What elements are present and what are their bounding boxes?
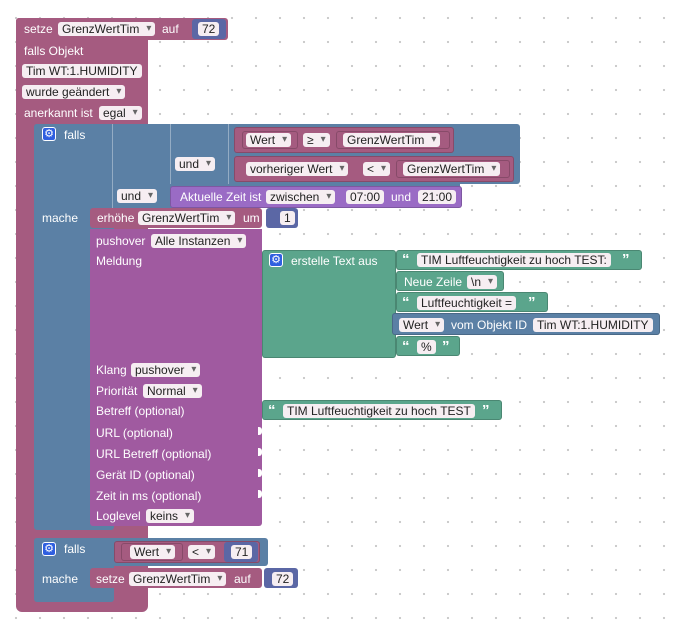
object-id-field-2[interactable]: Tim WT:1.HUMIDITY xyxy=(533,318,653,332)
erstelle-label: erstelle Text aus xyxy=(291,254,378,268)
setze-label: setze xyxy=(24,22,53,36)
trigger-dropdown[interactable]: wurde geändert xyxy=(22,85,126,99)
geraet-input-socket[interactable] xyxy=(258,469,262,477)
quote-close-icon: ” xyxy=(622,251,630,268)
falls-label-2: falls xyxy=(64,542,86,556)
url-input-socket[interactable] xyxy=(258,427,262,435)
url-betreff-input-socket[interactable] xyxy=(258,448,262,456)
quote-close-icon-2: ” xyxy=(528,294,536,311)
vom-objekt-label: vom Objekt ID xyxy=(451,318,528,332)
instance-dropdown[interactable]: Alle Instanzen xyxy=(151,234,247,248)
mache-label-2: mache xyxy=(42,572,79,586)
um-label: um xyxy=(243,211,260,225)
op-lt-dropdown-2[interactable]: < xyxy=(188,545,216,559)
text3-field[interactable]: % xyxy=(417,340,436,354)
var-dropdown-2[interactable]: GrenzWertTim xyxy=(403,162,501,176)
object-id-field[interactable]: Tim WT:1.HUMIDITY xyxy=(22,64,142,78)
falls-objekt-label: falls Objekt xyxy=(24,44,84,58)
text2-field[interactable]: Luftfeuchtigkeit = xyxy=(417,296,517,310)
auf-label-2: auf xyxy=(234,572,251,586)
zeit-input-socket[interactable] xyxy=(258,490,262,498)
op-lt-dropdown[interactable]: < xyxy=(363,162,391,176)
time-to-field[interactable]: 21:00 xyxy=(418,190,457,204)
if-divider xyxy=(112,124,113,208)
quote-open-icon-2: “ xyxy=(402,294,410,311)
prioritaet-label: Priorität xyxy=(96,384,138,398)
and-divider-2 xyxy=(228,124,229,184)
und-dropdown-1[interactable]: und xyxy=(175,157,216,171)
gear-icon-2[interactable]: ⚙ xyxy=(42,542,56,556)
klang-dropdown[interactable]: pushover xyxy=(131,363,201,377)
neue-zeile-label: Neue Zeile xyxy=(404,275,463,289)
vorheriger-dropdown[interactable]: vorheriger Wert xyxy=(246,162,349,176)
url-label: URL (optional) xyxy=(96,426,173,440)
zeit-label: Zeit in ms (optional) xyxy=(96,489,202,503)
klang-label: Klang xyxy=(96,363,127,377)
op-ge-dropdown[interactable]: ≥ xyxy=(303,133,330,147)
betreff-text-field[interactable]: TIM Luftfeuchtigkeit zu hoch TEST xyxy=(283,404,475,418)
compare-value[interactable]: 71 xyxy=(231,545,253,559)
var-dropdown[interactable]: GrenzWertTim xyxy=(58,22,156,36)
pushover-meldung-ext[interactable] xyxy=(90,250,262,358)
setze-var-dropdown[interactable]: GrenzWertTim xyxy=(129,572,227,586)
und-dropdown-2[interactable]: und xyxy=(117,189,158,203)
erhoehe-label: erhöhe xyxy=(97,211,135,225)
loglevel-dropdown[interactable]: keins xyxy=(146,509,195,523)
auf-label: auf xyxy=(162,22,179,36)
text1-field[interactable]: TIM Luftfeuchtigkeit zu hoch TEST: xyxy=(417,253,611,267)
meldung-label: Meldung xyxy=(96,254,143,268)
url-betreff-label: URL Betreff (optional) xyxy=(96,447,212,461)
wert-dropdown-2[interactable]: Wert xyxy=(399,318,445,332)
setze-value[interactable]: 72 xyxy=(272,572,294,586)
quote-open-icon-4: “ xyxy=(268,402,276,419)
increment-value[interactable]: 1 xyxy=(280,211,295,225)
anerkannt-label: anerkannt ist xyxy=(24,106,93,120)
betreff-label: Betreff (optional) xyxy=(96,404,185,418)
number-value[interactable]: 72 xyxy=(198,22,220,36)
falls-label: falls xyxy=(64,128,86,142)
time-from-field[interactable]: 07:00 xyxy=(346,190,385,204)
quote-close-icon-3: ” xyxy=(442,338,450,355)
loglevel-label: Loglevel xyxy=(96,509,141,523)
pushover-label: pushover xyxy=(96,234,146,248)
time-und-label: und xyxy=(391,190,412,204)
time-label: Aktuelle Zeit ist xyxy=(180,190,262,204)
quote-open-icon: “ xyxy=(402,251,410,268)
text-join-block[interactable] xyxy=(262,250,396,358)
quote-open-icon-3: “ xyxy=(402,338,410,355)
var-dropdown-1[interactable]: GrenzWertTim xyxy=(343,133,441,147)
quote-close-icon-4: ” xyxy=(482,402,490,419)
time-mode-dropdown[interactable]: zwischen xyxy=(266,190,336,204)
gear-icon[interactable]: ⚙ xyxy=(42,127,56,141)
setze-label-2: setze xyxy=(96,572,125,586)
geraet-label: Gerät ID (optional) xyxy=(96,468,195,482)
mache-label: mache xyxy=(42,211,79,225)
prioritaet-dropdown[interactable]: Normal xyxy=(143,384,202,398)
anerkannt-dropdown[interactable]: egal xyxy=(99,106,142,120)
newline-dropdown[interactable]: \n xyxy=(467,275,498,289)
wert-dropdown-3[interactable]: Wert xyxy=(130,545,176,559)
increment-var-dropdown[interactable]: GrenzWertTim xyxy=(138,211,236,225)
gear-icon-text[interactable]: ⚙ xyxy=(269,253,283,267)
and-divider xyxy=(170,124,171,184)
wert-dropdown[interactable]: Wert xyxy=(246,133,292,147)
